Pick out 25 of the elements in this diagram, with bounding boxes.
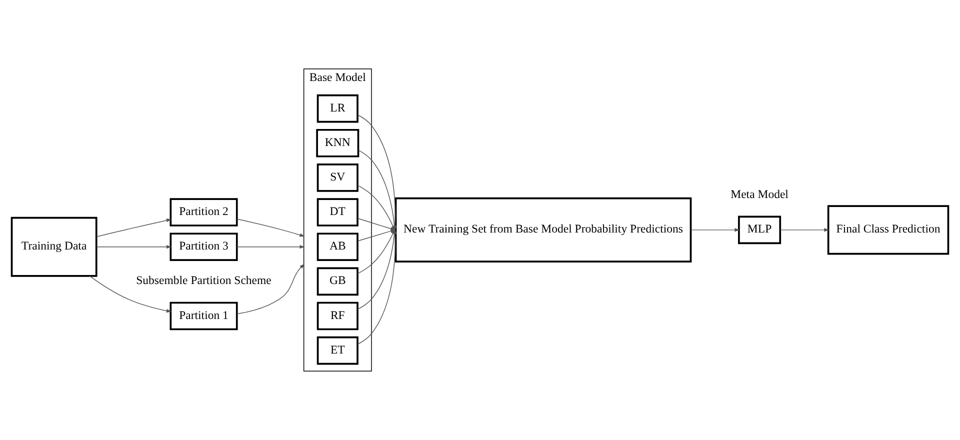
arrow <box>89 276 172 313</box>
node-box: DT <box>316 198 358 226</box>
arrow <box>96 245 172 249</box>
node-box: GB <box>316 267 358 296</box>
node-box: LR <box>316 94 358 123</box>
node-box: KNN <box>316 128 360 158</box>
label: Meta Model <box>730 188 788 202</box>
node-box: Partition 3 <box>170 232 238 261</box>
node-box: ET <box>316 336 358 365</box>
node-box: RF <box>316 302 358 330</box>
arrow <box>236 245 305 249</box>
node-box: Final Class Prediction <box>827 205 950 255</box>
arrow <box>96 218 172 238</box>
arrow <box>690 228 740 232</box>
node-box: MLP <box>738 216 782 244</box>
arrow <box>236 264 305 314</box>
node-box: SV <box>316 164 358 192</box>
node-box: New Training Set from Base Model Probability Predictions <box>394 197 692 262</box>
arrow <box>236 218 305 237</box>
node-box: Training Data <box>10 216 98 277</box>
node-box: AB <box>316 232 358 261</box>
node-box: Partition 2 <box>170 198 238 226</box>
arrow <box>780 228 830 232</box>
label: Subsemble Partition Scheme <box>136 274 272 288</box>
node-box: Partition 1 <box>170 302 238 330</box>
